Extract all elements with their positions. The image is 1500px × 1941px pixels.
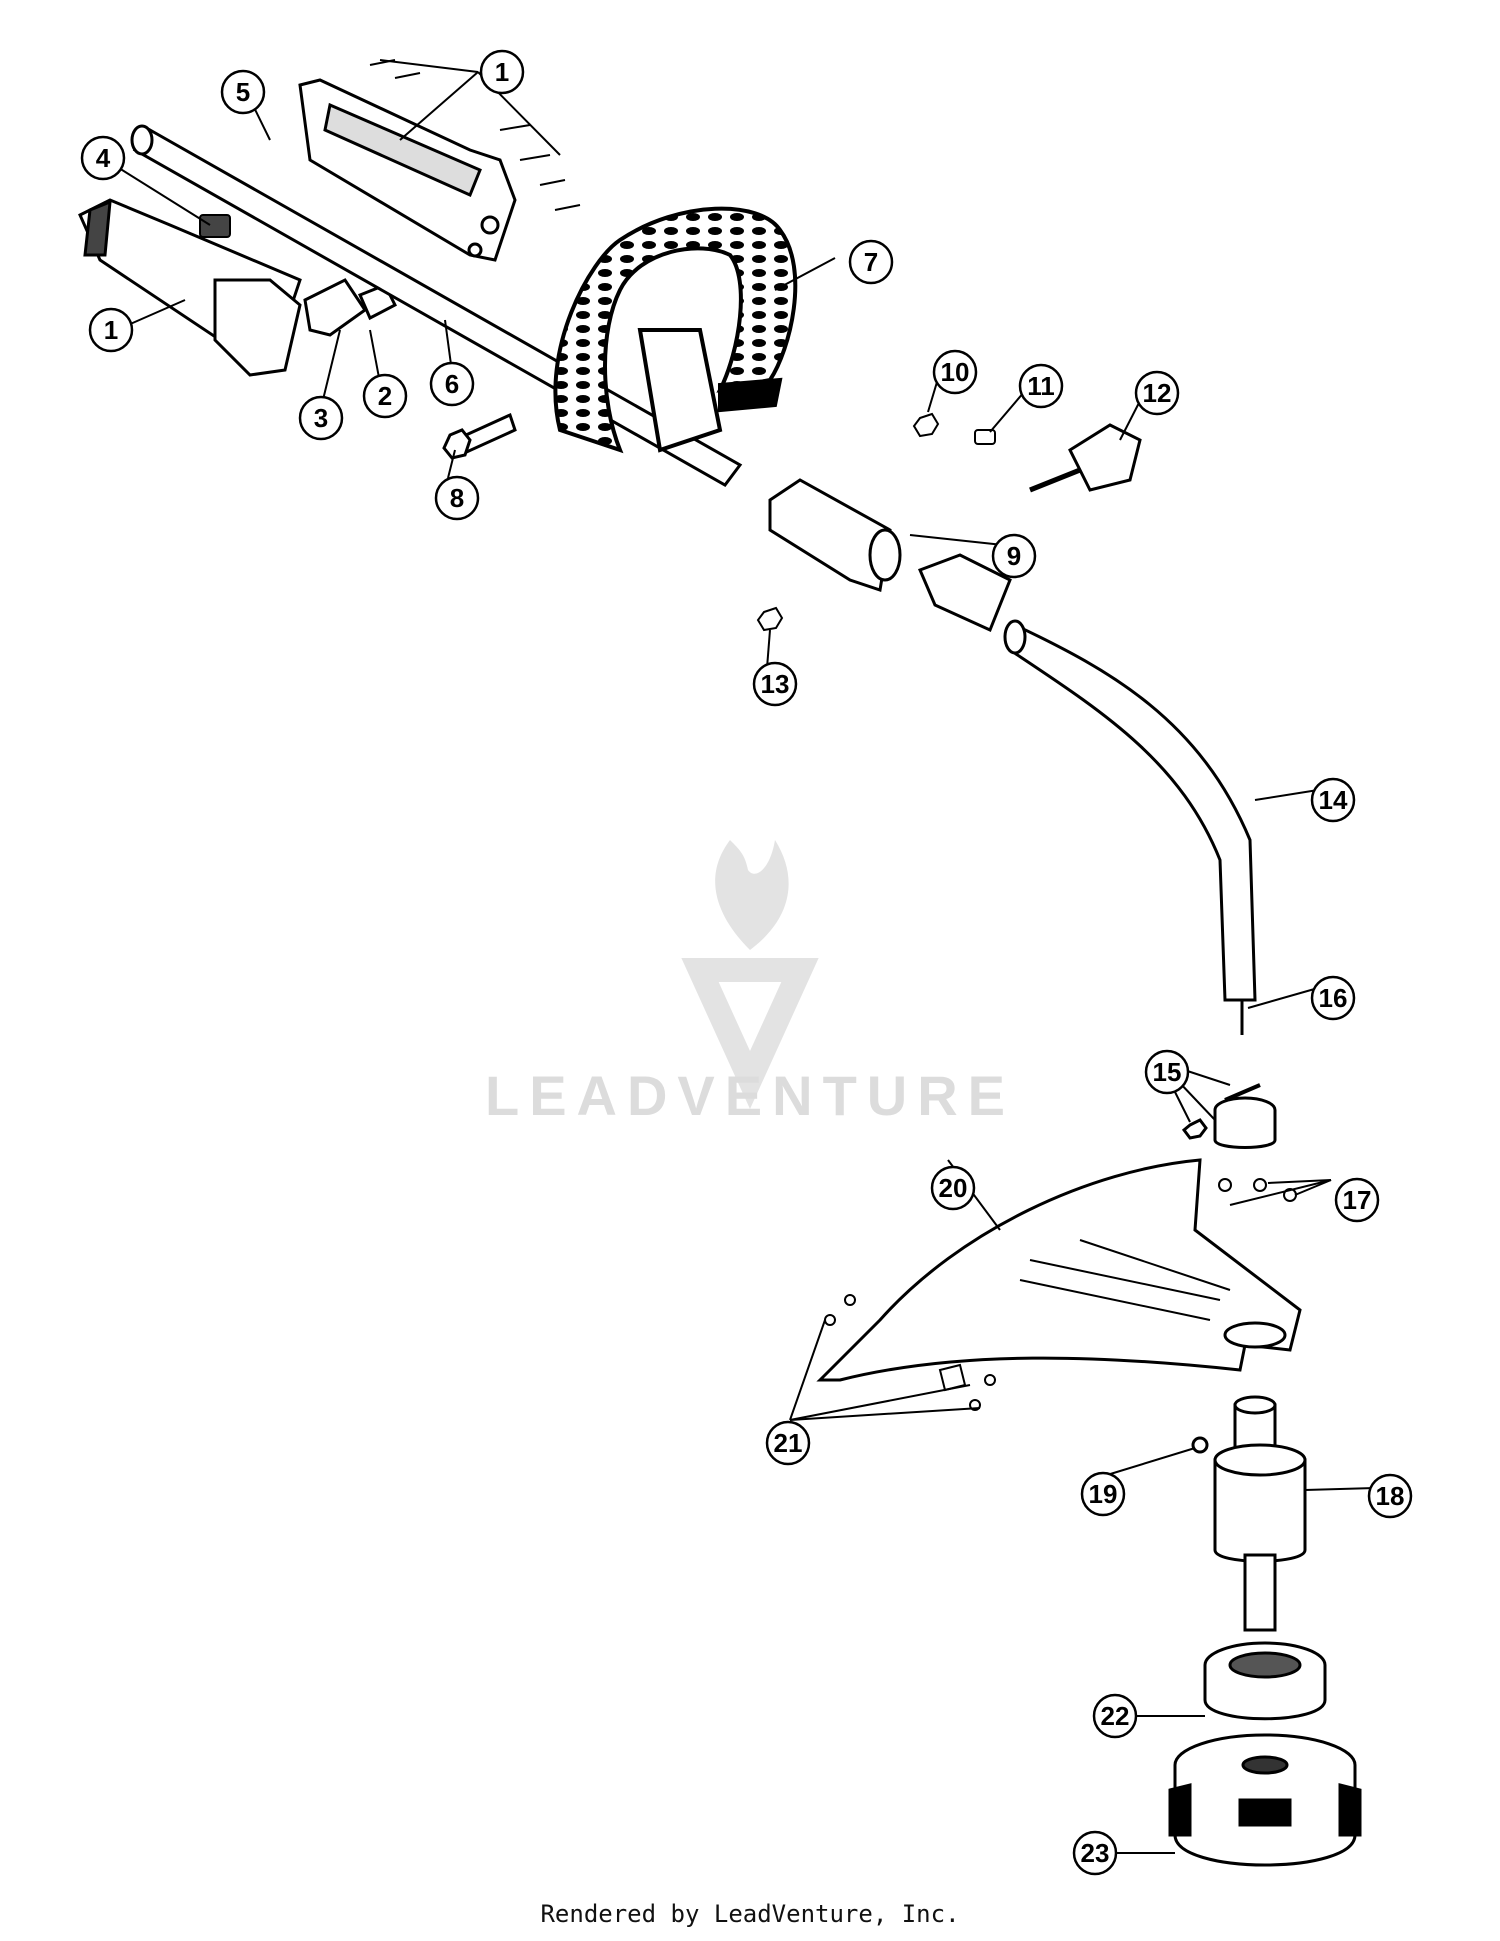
svg-text:13: 13 — [761, 669, 790, 699]
footer-credit: Rendered by LeadVenture, Inc. — [540, 1900, 960, 1928]
svg-text:5: 5 — [236, 77, 250, 107]
svg-text:9: 9 — [1007, 541, 1021, 571]
callout-23: 23 — [1072, 1830, 1118, 1876]
callout-9: 9 — [991, 533, 1037, 579]
svg-text:1: 1 — [495, 57, 509, 87]
small-nuts — [756, 412, 996, 632]
svg-text:10: 10 — [941, 357, 970, 387]
svg-text:17: 17 — [1343, 1185, 1372, 1215]
leadventure-flame-logo-icon — [681, 840, 819, 1109]
callout-1b: 1 — [88, 307, 134, 353]
callout-12: 12 — [1134, 370, 1180, 416]
svg-text:6: 6 — [445, 369, 459, 399]
callout-4: 4 — [80, 135, 126, 181]
callout-7: 7 — [848, 239, 894, 285]
svg-text:23: 23 — [1081, 1838, 1110, 1868]
gear-head — [1191, 1395, 1307, 1632]
svg-text:15: 15 — [1153, 1057, 1182, 1087]
svg-text:20: 20 — [939, 1173, 968, 1203]
callout-1a: 1 — [479, 49, 525, 95]
callout-16: 16 — [1310, 975, 1356, 1021]
callout-18: 18 — [1367, 1473, 1413, 1519]
callout-8: 8 — [434, 475, 480, 521]
coupler-housing — [768, 478, 902, 592]
callout-15: 15 — [1144, 1049, 1190, 1095]
svg-text:16: 16 — [1319, 983, 1348, 1013]
watermark: LEADVENTURE — [485, 840, 1015, 1127]
callout-21: 21 — [765, 1420, 811, 1466]
knob-12 — [1029, 423, 1142, 493]
callout-20: 20 — [930, 1165, 976, 1211]
svg-text:8: 8 — [450, 483, 464, 513]
spool-cap-23 — [1168, 1733, 1362, 1867]
coupler-insert — [918, 553, 1012, 633]
rear-handle-housing-left — [78, 198, 302, 377]
trimmer-guard — [816, 1158, 1302, 1382]
callout-11: 11 — [1018, 363, 1064, 409]
callout-17: 17 — [1334, 1177, 1380, 1223]
spool-base-22 — [1203, 1641, 1327, 1721]
watermark-text: LEADVENTURE — [485, 1064, 1015, 1127]
shaft-clamp — [1181, 1083, 1277, 1149]
svg-text:3: 3 — [314, 403, 328, 433]
svg-text:2: 2 — [378, 381, 392, 411]
svg-text:7: 7 — [864, 247, 878, 277]
loop-handle — [553, 206, 798, 454]
svg-text:1: 1 — [104, 315, 118, 345]
callout-13: 13 — [752, 661, 798, 707]
svg-text:21: 21 — [774, 1428, 803, 1458]
svg-text:22: 22 — [1101, 1701, 1130, 1731]
callout-2: 2 — [362, 373, 408, 419]
callout-19: 19 — [1080, 1471, 1126, 1517]
screw-8 — [442, 412, 517, 460]
callout-6: 6 — [429, 361, 475, 407]
svg-text:11: 11 — [1027, 371, 1055, 401]
callout-10: 10 — [932, 349, 978, 395]
svg-text:12: 12 — [1143, 378, 1172, 408]
svg-text:4: 4 — [96, 143, 111, 173]
svg-text:18: 18 — [1376, 1481, 1405, 1511]
svg-text:19: 19 — [1089, 1479, 1118, 1509]
callout-3: 3 — [298, 395, 344, 441]
throttle-switch — [199, 214, 231, 238]
rear-handle-housing-right — [298, 78, 517, 262]
lower-shaft — [1003, 619, 1257, 1002]
callouts: 1 1 2 3 4 5 6 7 8 9 10 11 12 13 14 15 16… — [80, 49, 1413, 1876]
callout-22: 22 — [1092, 1693, 1138, 1739]
callout-14: 14 — [1310, 777, 1356, 823]
callout-5: 5 — [220, 69, 266, 115]
svg-text:14: 14 — [1319, 785, 1348, 815]
